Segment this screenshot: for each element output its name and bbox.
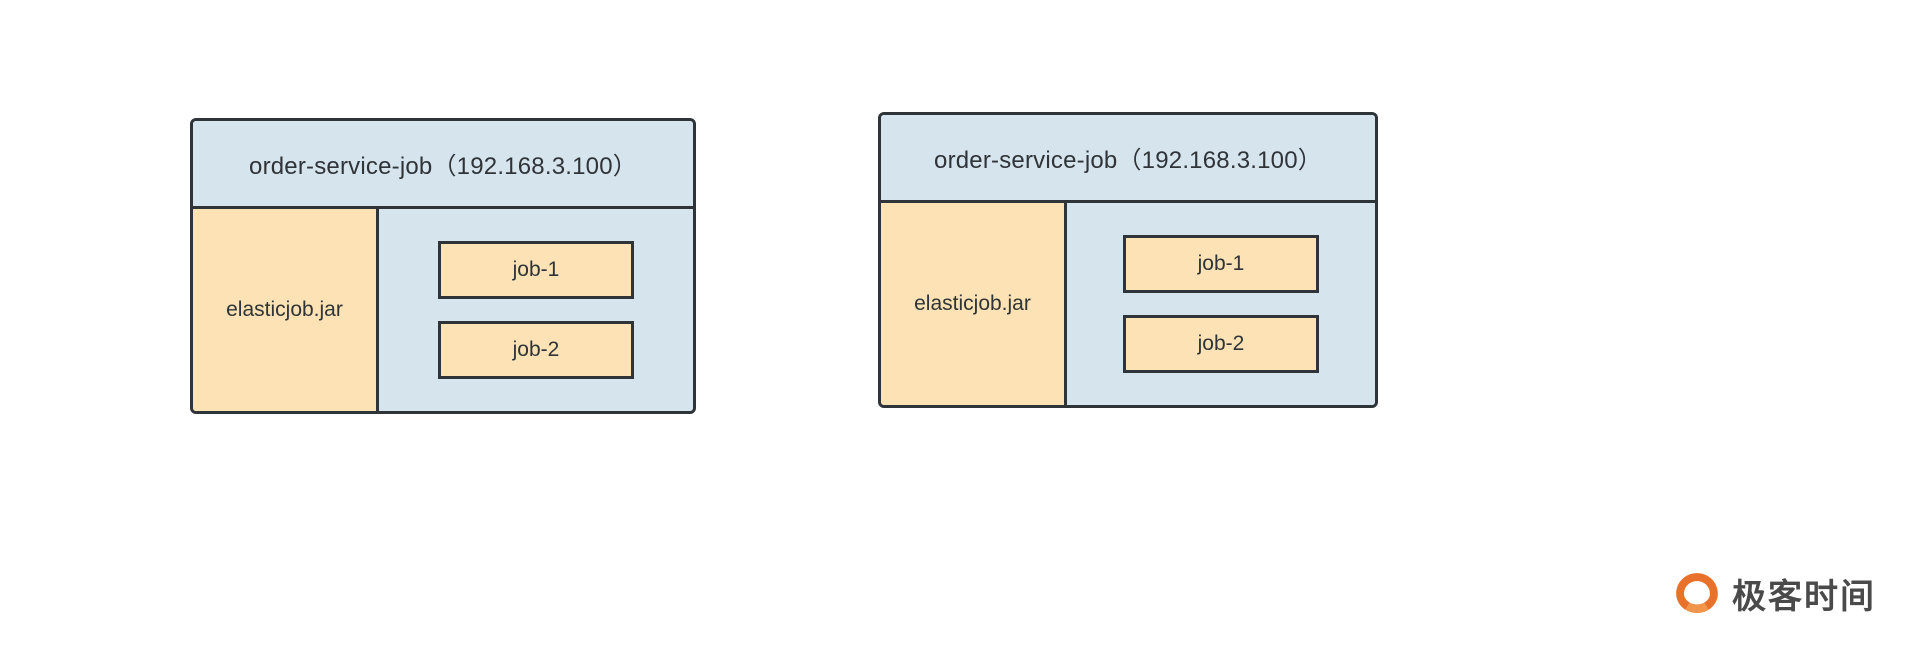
server-node-right: order-service-job（192.168.3.100） elastic… — [878, 112, 1378, 408]
watermark-logo: 极客时间 — [1674, 569, 1876, 618]
watermark-brand-text: 极客时间 — [1732, 577, 1876, 617]
job-box-right-2: job-2 — [1123, 315, 1319, 373]
elasticjob-jar-cell-left: elasticjob.jar — [193, 209, 379, 411]
jobs-container-right: job-1 job-2 — [1067, 203, 1375, 405]
job-box-left-1: job-1 — [438, 241, 634, 299]
server-node-left-body: elasticjob.jar job-1 job-2 — [193, 209, 693, 411]
server-node-left-header: order-service-job（192.168.3.100） — [193, 121, 693, 209]
job-box-right-1: job-1 — [1123, 235, 1319, 293]
job-box-left-2: job-2 — [438, 321, 634, 379]
server-node-right-header: order-service-job（192.168.3.100） — [881, 115, 1375, 203]
jobs-container-left: job-1 job-2 — [379, 209, 693, 411]
server-node-right-body: elasticjob.jar job-1 job-2 — [881, 203, 1375, 405]
server-node-left: order-service-job（192.168.3.100） elastic… — [190, 118, 696, 414]
elasticjob-jar-cell-right: elasticjob.jar — [881, 203, 1067, 405]
geektime-logo-icon — [1676, 572, 1718, 613]
